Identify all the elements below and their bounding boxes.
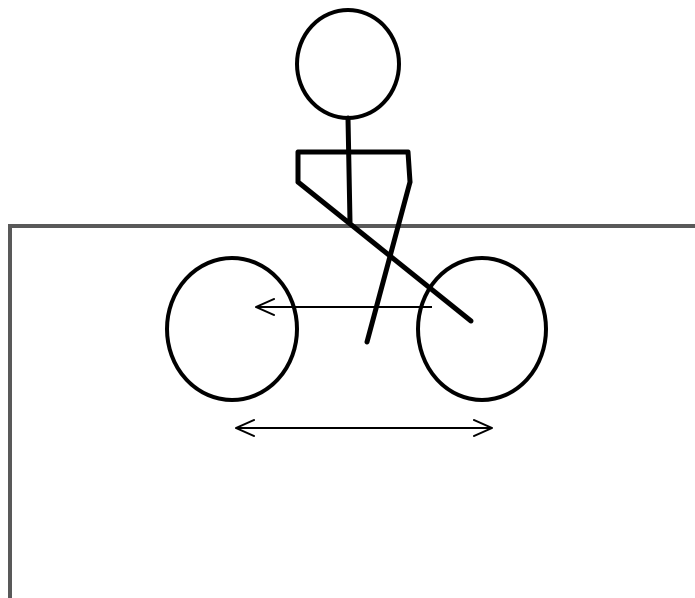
- right-wheel: [418, 258, 546, 400]
- figure-shoulders: [298, 152, 410, 182]
- figure-head: [297, 10, 399, 118]
- figure-spine: [348, 118, 350, 222]
- figure-diagonal-limb: [298, 182, 471, 321]
- figure-leg: [367, 182, 410, 342]
- left-wheel: [167, 258, 297, 400]
